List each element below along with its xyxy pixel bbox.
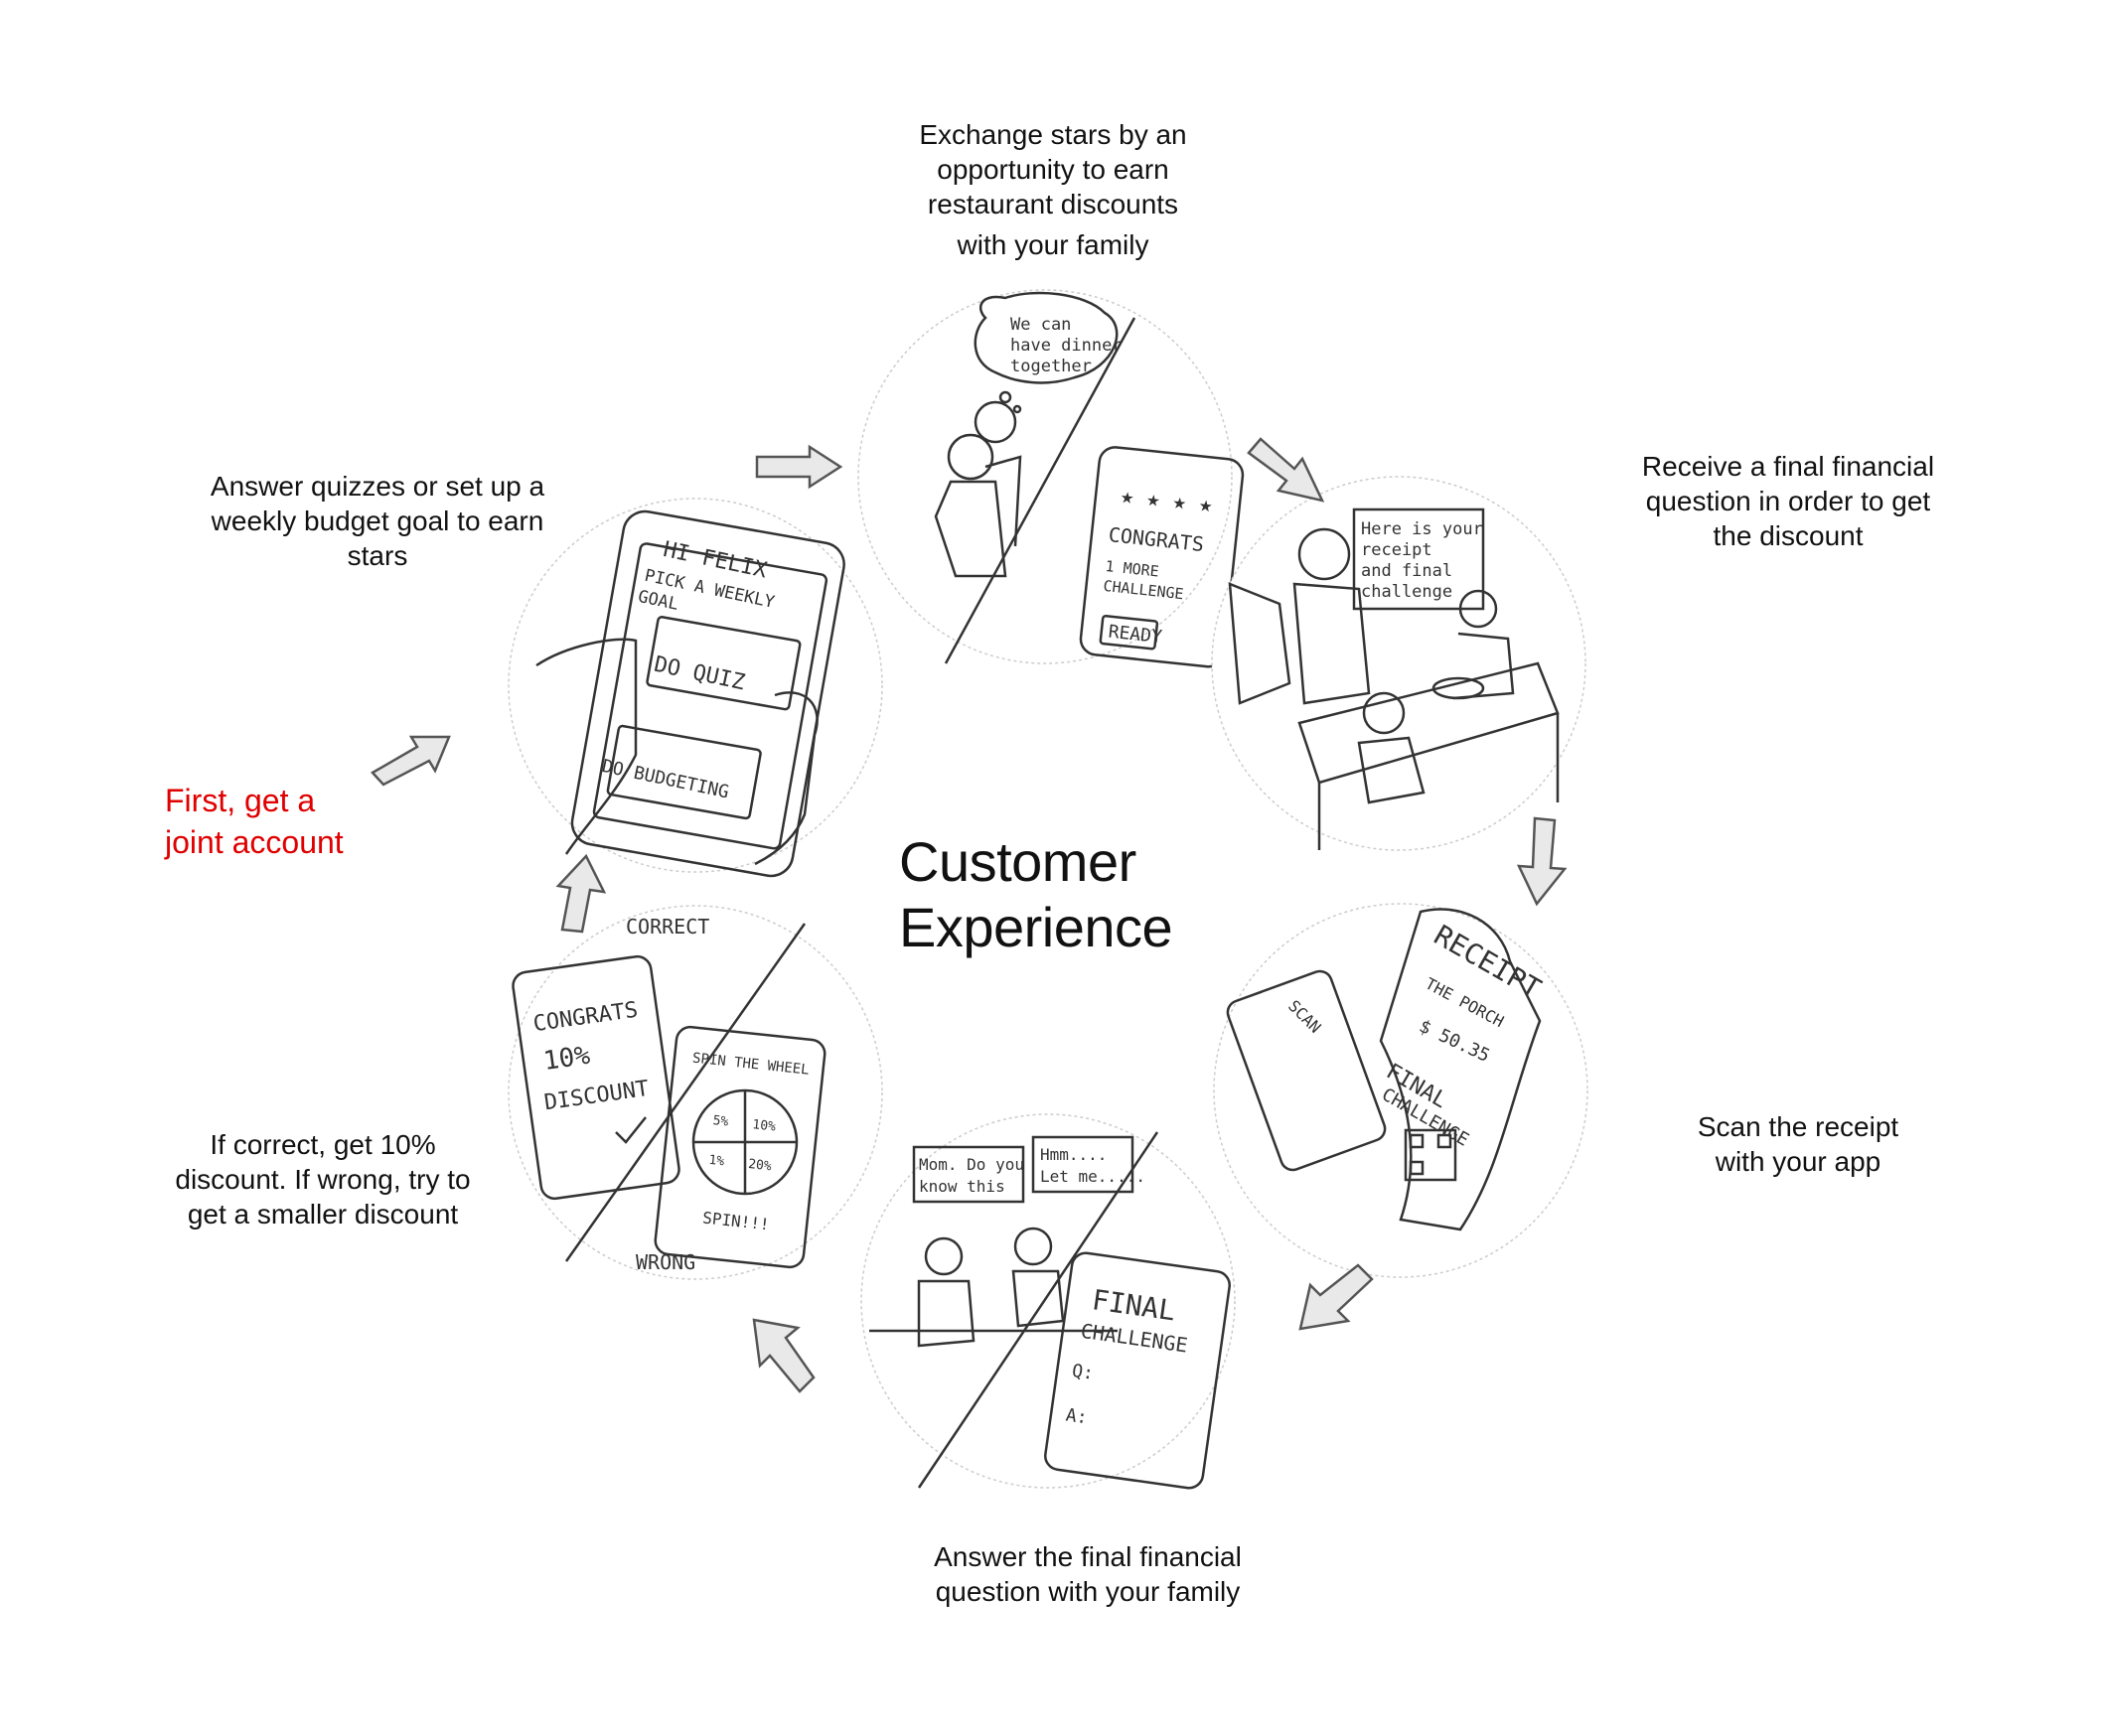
speech-line-3: and final <box>1361 561 1452 581</box>
a-label: A: <box>1065 1405 1089 1429</box>
start-note: First, get a joint account <box>165 783 344 860</box>
step-caption-answer-with-family: Answer the final financial question with… <box>934 1541 1242 1607</box>
panel-scan-receipt: RECEIPT THE PORCH $ 50.35 FINAL CHALLENG… <box>1213 903 1588 1278</box>
mother-head <box>1458 589 1498 629</box>
thought-bubble <box>974 291 1119 384</box>
panel-family-dinner: Here is your receipt and final challenge <box>1211 476 1586 851</box>
phone-final-challenge <box>1044 1251 1231 1490</box>
child-speech-box <box>912 1145 1025 1204</box>
mother-speech-box <box>1031 1135 1134 1194</box>
arrow-answer-to-result <box>752 1318 816 1393</box>
phone-scanner <box>1226 969 1387 1172</box>
mother-reply-1: Hmm.... <box>1040 1145 1107 1164</box>
person-head <box>947 433 994 481</box>
phone-spin-wheel <box>654 1025 827 1269</box>
panel-discount-result: CORRECT CONGRATS 10% DISCOUNT SPIN THE W… <box>508 905 883 1280</box>
wheel-slice-1: 10% <box>752 1117 777 1134</box>
panel-exchange-stars: We can have dinner together ★ ★ ★ ★ CONG… <box>857 289 1245 668</box>
step-caption-discount-result: If correct, get 10% discount. If wrong, … <box>175 1129 471 1230</box>
arrow-exchange-to-dinner <box>1247 437 1325 503</box>
arrow-dinner-to-scan <box>1516 816 1568 907</box>
wheel-slice-4: 1% <box>708 1153 725 1170</box>
arrow-start-to-quiz <box>371 735 451 787</box>
diagram-title: Customer Experience <box>899 830 1173 958</box>
arrow-scan-to-answer <box>1298 1263 1374 1331</box>
panel-quiz-phone: HI FELIX PICK A WEEKLY GOAL DO QUIZ DO B… <box>508 498 883 878</box>
wrong-label: WRONG <box>636 1250 695 1274</box>
q-label: Q: <box>1071 1361 1095 1384</box>
phone-sketch <box>535 509 845 878</box>
wheel-slice-2: 5% <box>712 1113 729 1130</box>
phone-sketch-congrats <box>1079 446 1245 668</box>
phone-congrats <box>512 954 680 1201</box>
bubble-line-2: have dinner <box>1010 336 1123 356</box>
receipt-paper <box>1379 908 1542 1231</box>
panel-family-answer: Mom. Do you know this Hmm.... Let me....… <box>860 1113 1236 1490</box>
speech-line-4: challenge <box>1361 582 1452 602</box>
wheel-slice-3: 20% <box>747 1157 772 1174</box>
bubble-line-3: together <box>1010 357 1092 376</box>
speech-line-1: Here is your <box>1361 519 1483 539</box>
arrow-result-to-quiz <box>555 853 607 934</box>
speech-line-2: receipt <box>1361 540 1432 560</box>
step-caption-scan-receipt: Scan the receipt with your app <box>1697 1111 1899 1177</box>
step-caption-exchange-stars: Exchange stars by an opportunity to earn… <box>919 119 1187 260</box>
correct-label: CORRECT <box>626 915 709 939</box>
child-question-1: Mom. Do you <box>919 1155 1024 1174</box>
child-question-2: know this <box>919 1177 1005 1196</box>
step-caption-quizzes: Answer quizzes or set up a weekly budget… <box>210 471 545 571</box>
mother-reply-2: Let me..... <box>1040 1167 1145 1186</box>
bubble-line-1: We can <box>1010 315 1071 335</box>
speech-box <box>1352 507 1485 611</box>
discount-percent: 10% <box>541 1041 592 1077</box>
father-head <box>1297 527 1351 581</box>
arrow-quiz-to-exchange <box>755 444 843 490</box>
step-caption-final-question: Receive a final financial question in or… <box>1641 451 1935 551</box>
more-text: 1 MORE <box>1105 557 1160 581</box>
